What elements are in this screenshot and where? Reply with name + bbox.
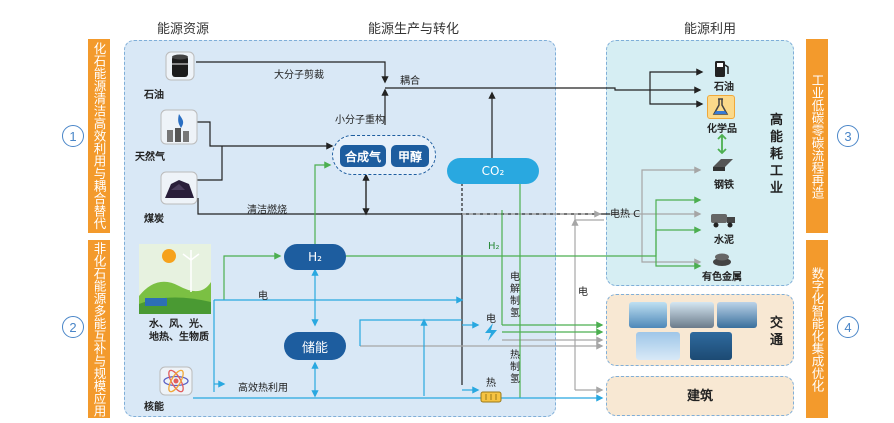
resource-coal-label: 煤炭 [144,214,164,225]
renewables-icon [139,244,211,314]
coal-icon [159,170,199,206]
resource-renewables-line1: 水、风、光、 [149,319,209,330]
util-nonferrous-label: 有色金属 [702,272,742,283]
circle-2: 2 [62,316,84,338]
h2-arrow-label: H₂ [488,241,500,252]
banner-digital: 数字化智能化集成优化 [806,240,828,418]
fuel-pump-icon [713,58,731,78]
cement-truck-icon [709,208,737,228]
util-cement-label: 水泥 [714,235,734,246]
heater-icon [480,388,502,403]
circle-4: 4 [837,316,859,338]
resource-gas-label: 天然气 [135,152,165,163]
resource-oil-label: 石油 [144,90,164,101]
clean-combustion-label: 清洁燃烧 [247,205,287,216]
header-production: 能源生产与转化 [368,22,460,37]
oil-barrel-icon [163,49,197,83]
util-oil-label: 石油 [714,82,734,93]
banner-nonfossil: 非化石能源多能互补与规模应用 [88,240,110,418]
coupling-label: 耦合 [400,76,420,87]
storage-box: 储能 [284,332,346,360]
electric-label: 电 [578,287,588,298]
transport-label: 交通 [769,316,783,348]
electricity-label: 电 [258,291,268,302]
resource-renewables-line2: 地热、生物质 [149,332,209,343]
util-steel-label: 钢铁 [714,180,734,191]
power-label: 电 [486,314,496,325]
electric-heat-c-label: 电热 C [610,209,641,220]
header-resources: 能源资源 [157,22,210,37]
building-label: 建筑 [686,389,713,404]
chem-steel-arrow [717,133,727,155]
atom-icon [159,366,193,396]
util-chemicals-label: 化学品 [707,124,737,135]
transport-photo-truck [670,302,714,328]
efficient-heat-label: 高效热利用 [238,383,288,394]
resource-nuclear-label: 核能 [144,402,164,413]
co2-box: CO₂ [447,158,539,184]
methanol-box: 甲醇 [391,145,429,167]
circle-3: 3 [837,125,859,147]
steel-icon [711,155,735,173]
electro-h2-label: 电解制氢 [510,272,520,319]
circle-1: 1 [62,125,84,147]
industry-panel [606,40,794,286]
flask-icon [707,95,735,119]
cracking-label: 大分子剪裁 [274,70,324,81]
transport-photo-car [629,302,667,328]
banner-fossil: 化石能源清洁高效利用与耦合替代 [88,39,110,233]
metal-ingot-icon [710,249,734,267]
transport-photo-train [717,302,757,328]
building-panel [606,376,794,416]
h2-box: H₂ [284,244,346,270]
syngas-box: 合成气 [340,145,386,167]
transport-photo-plane [636,332,680,360]
header-utilization: 能源利用 [684,22,737,37]
reforming-label: 小分子重构 [335,115,385,126]
banner-industry: 工业低碳零碳流程再造 [806,39,828,233]
lightning-icon [482,322,500,342]
thermo-h2-label: 热制氢 [510,350,520,385]
gas-flame-icon [159,108,199,146]
heat-label: 热 [486,378,496,389]
transport-photo-ship [690,332,732,360]
heavy-industry-label: 高能耗工业 [769,113,783,196]
